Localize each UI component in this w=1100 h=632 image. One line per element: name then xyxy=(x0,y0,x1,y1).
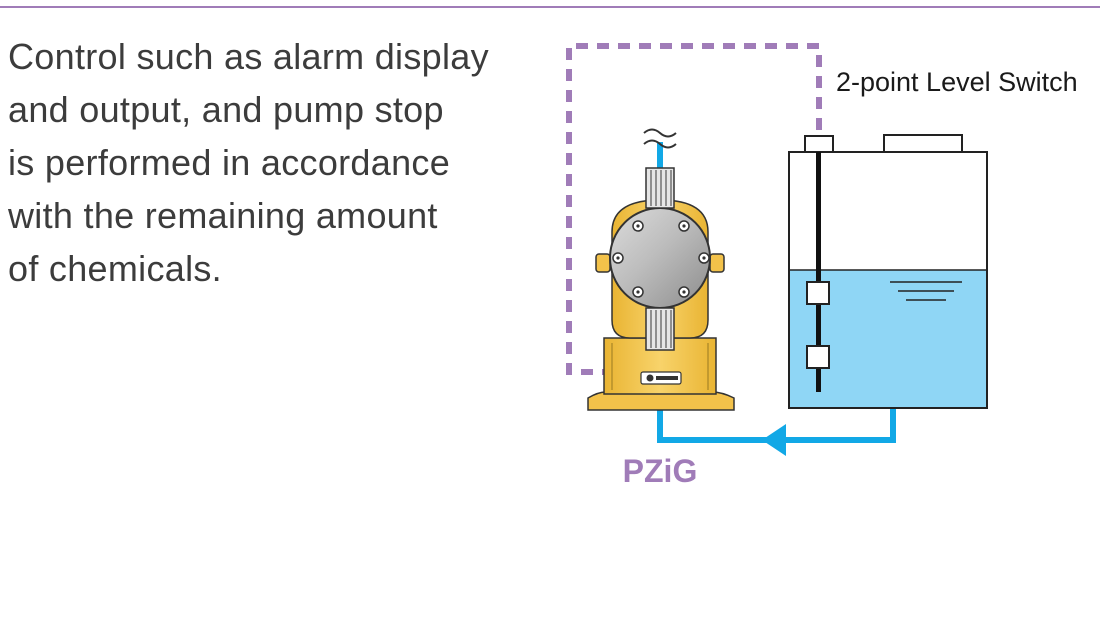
description-line: Control such as alarm display xyxy=(8,36,489,77)
description-line: and output, and pump stop xyxy=(8,89,444,130)
top-divider xyxy=(0,6,1100,8)
chemical-tank xyxy=(788,134,988,409)
suction-valve xyxy=(645,307,675,351)
description-line: is performed in accordance xyxy=(8,142,451,183)
brand-logo-icon xyxy=(640,371,682,385)
discharge-valve xyxy=(645,167,675,209)
pump-model-label: PZiG xyxy=(623,453,698,489)
level-switch xyxy=(804,135,834,392)
ac-power-icon xyxy=(643,128,677,149)
flow-arrow-icon xyxy=(762,424,786,456)
description-line: with the remaining amount xyxy=(8,195,438,236)
level-switch-label: 2-point Level Switch xyxy=(836,67,1078,97)
description-text: Control such as alarm display and output… xyxy=(8,30,508,295)
liquid-surface-mark xyxy=(890,281,962,301)
metering-pump xyxy=(587,167,735,411)
description-line: of chemicals. xyxy=(8,248,222,289)
